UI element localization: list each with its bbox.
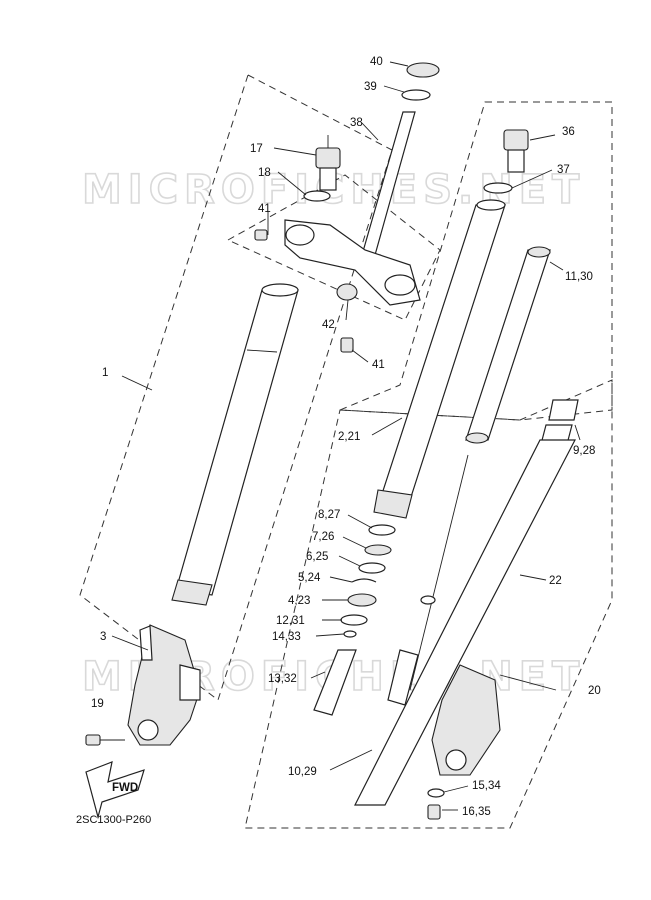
callout-11-30: 15,34 xyxy=(472,780,501,792)
left-axle-bracket xyxy=(127,624,201,746)
ring-nut-40 xyxy=(406,62,440,78)
washer-7-26 xyxy=(364,544,392,556)
fork-spring xyxy=(465,246,551,444)
cap-bolt-36 xyxy=(503,129,529,173)
outer-tube xyxy=(354,439,576,806)
oil-seal-8-27 xyxy=(368,524,396,536)
callout-36: 36 xyxy=(562,126,575,138)
callout-14-33: 12,31 xyxy=(276,615,305,627)
damper-rod xyxy=(387,454,469,706)
left-fork-tube xyxy=(171,283,299,606)
bolt-41-upper xyxy=(254,229,268,241)
callout-18: 18 xyxy=(258,167,271,179)
group-outline-left-fork xyxy=(79,74,393,701)
callout-15-34: 13,32 xyxy=(268,673,297,685)
group-outline-right-upper xyxy=(339,101,613,421)
callout-7-26: 7,26 xyxy=(312,531,334,543)
callout-9-28: 9,28 xyxy=(573,445,595,457)
under-bracket xyxy=(284,219,421,306)
callout-1: 1 xyxy=(102,367,108,379)
clip-5-24 xyxy=(351,578,377,583)
callout-37: 37 xyxy=(557,164,570,176)
bolt-12-31 xyxy=(427,804,441,820)
callout-6-25: 6,25 xyxy=(306,551,328,563)
callout-4-23: 4,23 xyxy=(288,595,310,607)
callout-38: 38 xyxy=(350,117,363,129)
callout-40: 40 xyxy=(370,56,383,68)
fwd-label: FWD xyxy=(112,782,138,794)
leader-lines xyxy=(111,61,581,811)
slide-metal-6-25 xyxy=(358,562,386,574)
callout-22: 22 xyxy=(549,575,562,587)
callout-17: 17 xyxy=(250,143,263,155)
group-outline-right-lower xyxy=(244,379,613,829)
callout-41-upper: 41 xyxy=(258,203,271,215)
washer-11-30 xyxy=(427,788,445,798)
callout-19: 19 xyxy=(91,698,104,710)
washer-16-35 xyxy=(343,630,357,638)
callout-41-lower: 41 xyxy=(372,359,385,371)
callout-12-31: 16,35 xyxy=(462,806,491,818)
callout-16-35: 14,33 xyxy=(272,631,301,643)
oil-lock-14-33 xyxy=(340,614,368,626)
callout-5-24: 5,24 xyxy=(298,572,321,584)
callout-8-27: 8,27 xyxy=(318,509,340,521)
bolt-41-lower xyxy=(340,337,354,353)
cylinder-15-34 xyxy=(313,649,357,716)
dust-seal-4-23 xyxy=(347,593,377,607)
o-ring-37 xyxy=(483,182,513,194)
callout-3: 3 xyxy=(100,631,106,643)
callout-20: 20 xyxy=(588,685,601,697)
callout-10-29: 10,29 xyxy=(288,766,317,778)
bolt-19 xyxy=(85,734,125,746)
callout-2-21: 2,21 xyxy=(338,431,360,443)
callout-42: 42 xyxy=(322,319,335,331)
washer-39 xyxy=(401,89,431,101)
cap-bolt-17 xyxy=(315,135,341,191)
right-axle-bracket xyxy=(431,664,501,776)
collar-42 xyxy=(336,283,358,301)
o-ring-18 xyxy=(303,190,331,202)
inner-tube xyxy=(373,199,506,519)
callout-13-32: 11,30 xyxy=(565,271,593,283)
fwd-arrow xyxy=(85,761,145,820)
callout-39: 39 xyxy=(364,81,377,93)
diagram-code: 2SC1300-P260 xyxy=(76,814,151,826)
